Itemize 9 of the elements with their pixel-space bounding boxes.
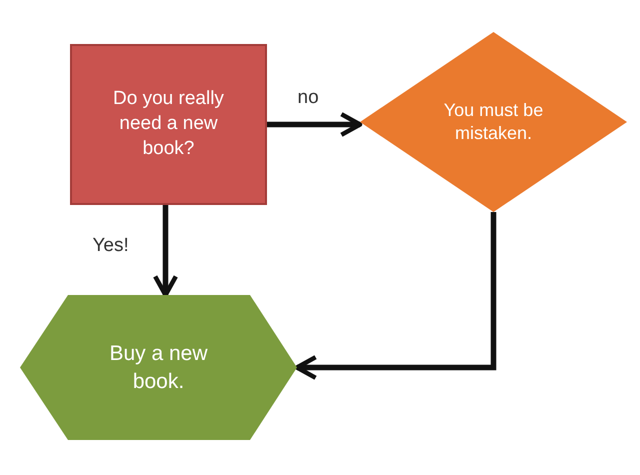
action-hexagon bbox=[20, 295, 297, 440]
decision-diamond bbox=[360, 32, 627, 212]
decision-text: You must be mistaken. bbox=[442, 98, 544, 145]
question-box bbox=[70, 44, 267, 205]
question-text: Do you really need a new book? bbox=[112, 87, 225, 161]
arrow bbox=[294, 212, 496, 380]
action-text: Buy a new book. bbox=[108, 341, 209, 394]
arrow bbox=[267, 112, 362, 138]
arrow bbox=[152, 205, 178, 298]
